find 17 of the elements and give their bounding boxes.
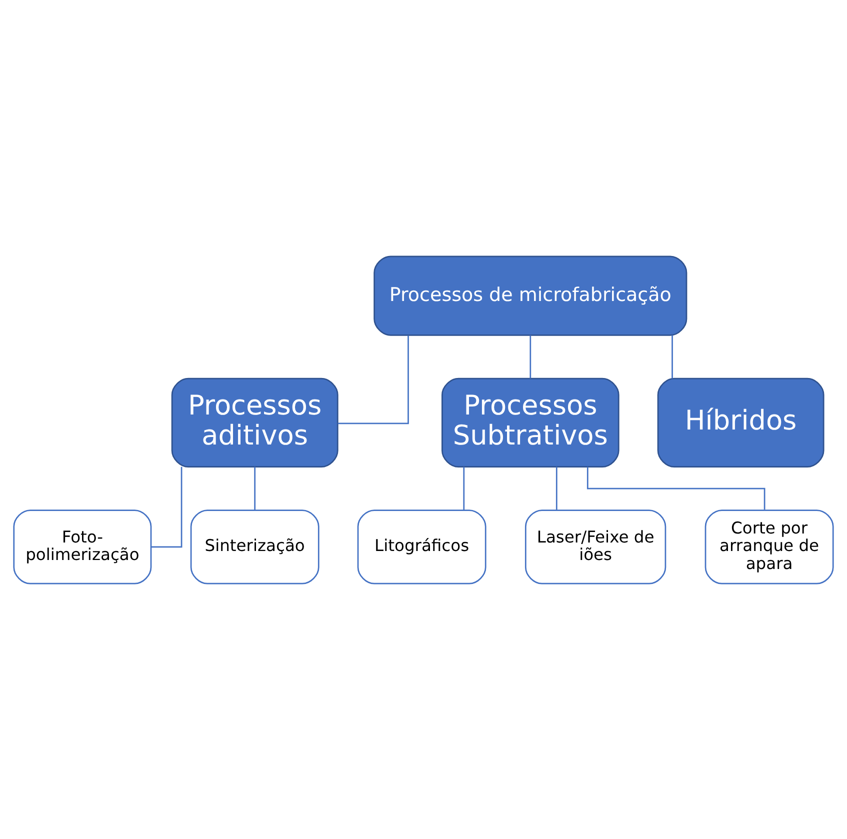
connector [338,334,409,424]
node-box: Litográficos [357,509,486,584]
connector [586,466,766,510]
connector [556,466,558,510]
node-box: Laser/Feixe de iões [524,509,666,584]
node-box: Corte por arranque de apara [704,509,834,584]
node-box: Processos de microfabricação [374,255,688,336]
connector [672,334,673,378]
connector [463,466,465,510]
node-box: Híbridos [657,377,824,467]
node-box: Sinterização [190,509,320,584]
connector [530,334,532,378]
node-box: Processos aditivos [171,377,338,467]
node-box: Processos Subtrativos [441,377,620,467]
connector [151,466,182,548]
node-box: Foto- polimerização [13,509,152,584]
connector [254,466,256,510]
